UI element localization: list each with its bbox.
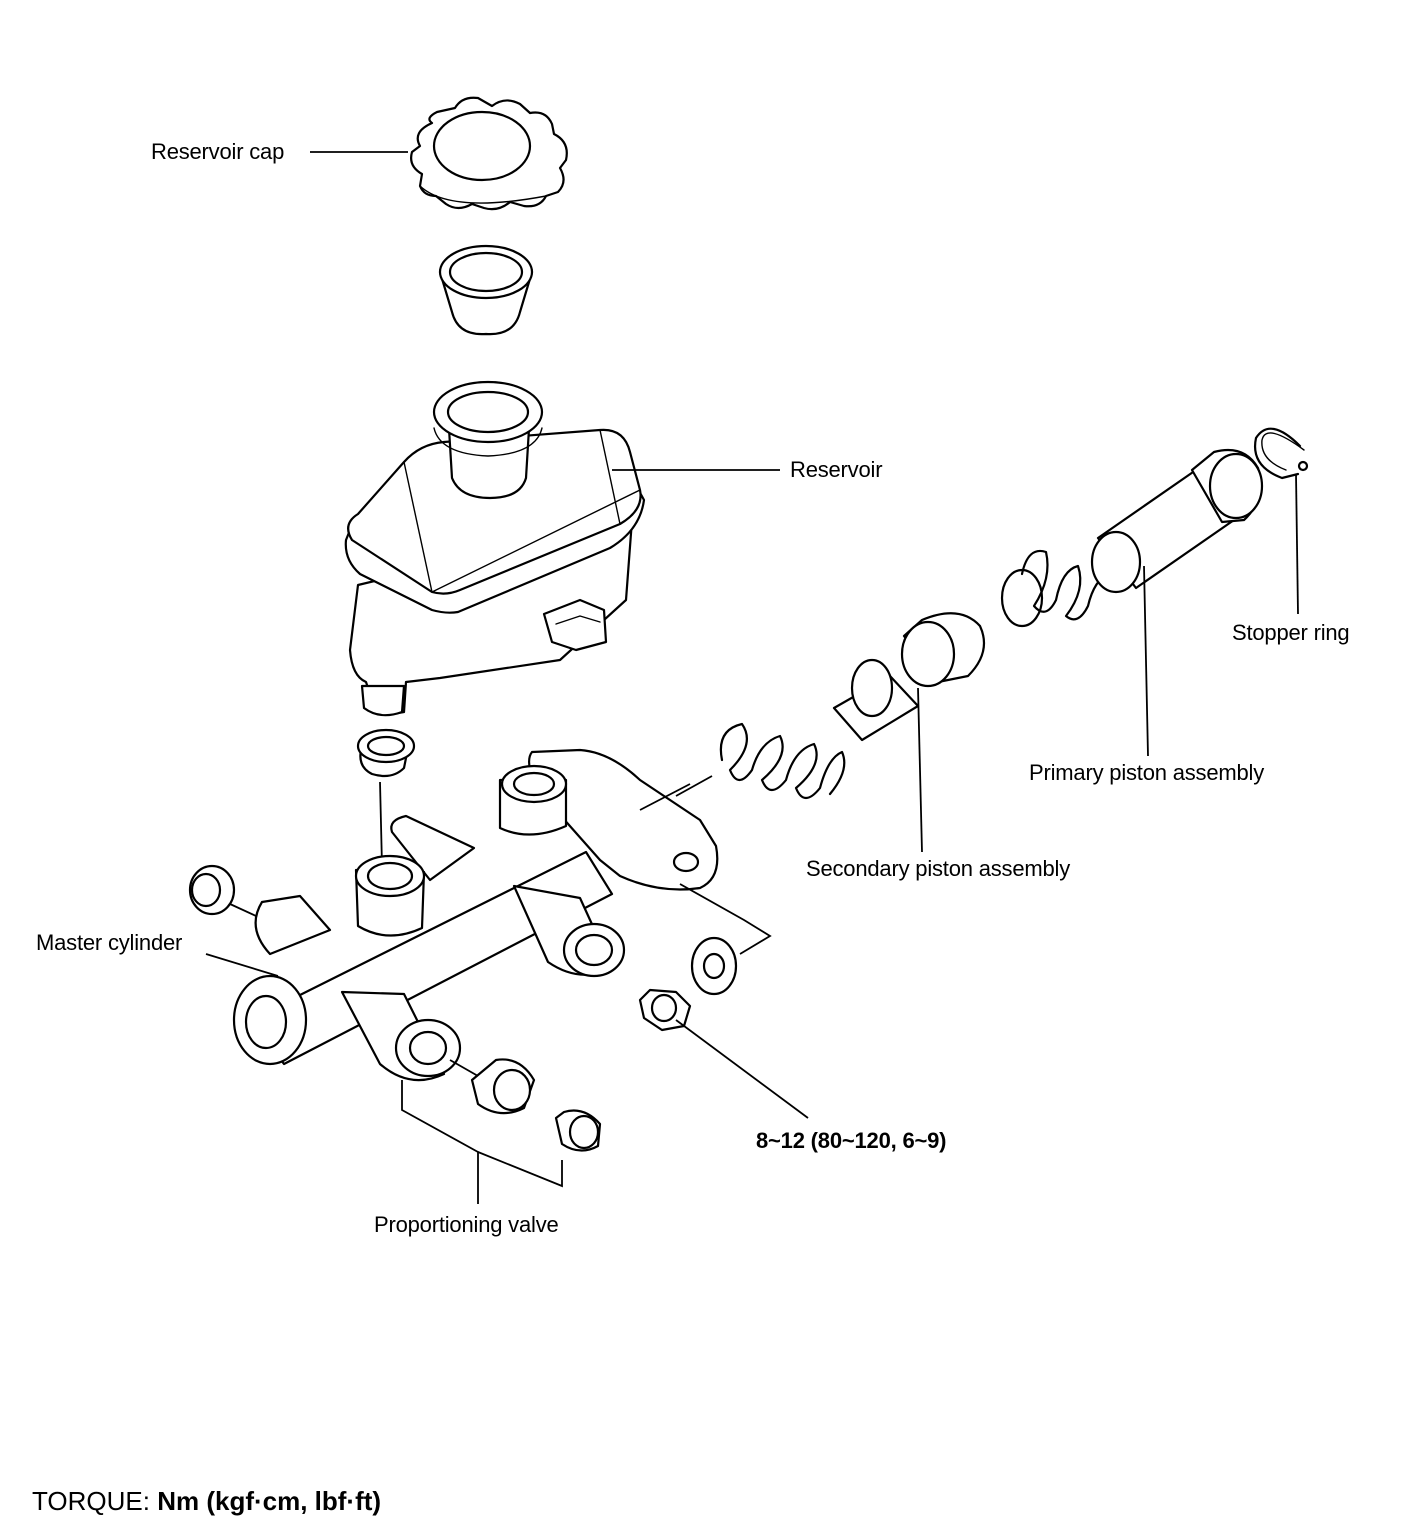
valve-plug-part <box>554 1109 602 1152</box>
label-reservoir-cap: Reservoir cap <box>151 139 285 164</box>
label-primary-piston: Primary piston assembly <box>1029 760 1265 785</box>
stopper-ring-part <box>1253 427 1309 480</box>
label-secondary-piston: Secondary piston assembly <box>806 856 1071 881</box>
grommet-leader <box>379 781 383 867</box>
valve-body-part <box>470 1058 536 1115</box>
torque-note-units: Nm (kgf·cm, lbf·ft) <box>157 1486 382 1516</box>
torque-note: TORQUE: Nm (kgf·cm, lbf·ft) <box>32 1486 381 1517</box>
washer-part <box>690 936 738 996</box>
master-cylinder-part <box>232 748 719 1082</box>
torque-note-lead: TORQUE: <box>32 1486 158 1516</box>
reservoir-part <box>344 380 646 717</box>
secondary-axis-leader <box>639 783 691 811</box>
secondary-piston-part <box>719 612 986 800</box>
label-reservoir: Reservoir <box>790 457 883 482</box>
label-stopper-ring: Stopper ring <box>1232 620 1350 645</box>
label-proportioning-valve: Proportioning valve <box>374 1212 559 1237</box>
primary-piston-part <box>1000 448 1264 628</box>
plug-leader <box>229 903 257 917</box>
valve-leader <box>449 1059 479 1077</box>
secondary-piston-leader <box>675 775 713 797</box>
leader-lines <box>205 151 1299 1204</box>
label-torque-value: 8~12 (80~120, 6~9) <box>756 1128 947 1153</box>
label-master-cylinder: Master cylinder <box>36 930 183 955</box>
grommet-part <box>356 728 416 778</box>
reservoir-filter-part <box>438 244 534 336</box>
reservoir-cap-part <box>410 96 568 211</box>
side-plug-part <box>188 864 236 916</box>
